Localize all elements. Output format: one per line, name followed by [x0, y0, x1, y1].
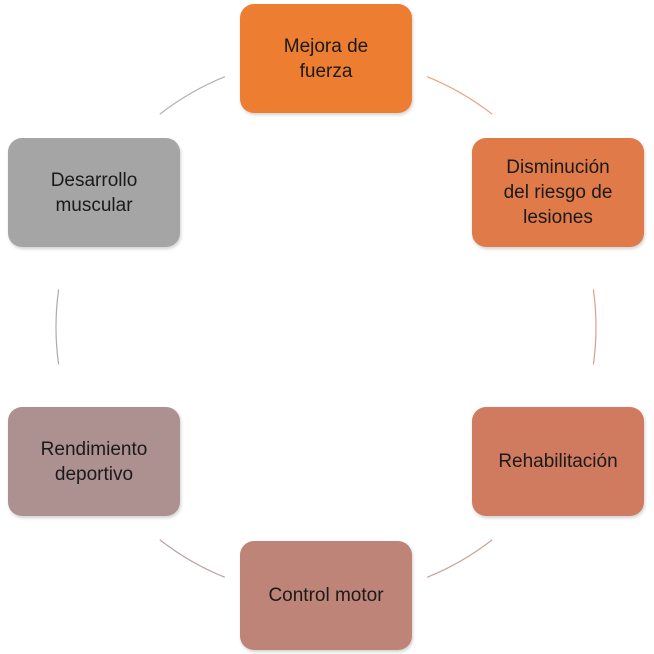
cycle-node-label: Rehabilitación — [498, 451, 618, 472]
cycle-connector-arc — [159, 539, 226, 578]
cycle-connector-arc — [159, 76, 226, 115]
cycle-node-label: Disminución del riesgo de lesiones — [503, 157, 613, 228]
cycle-node-label: Control motor — [268, 585, 384, 606]
cycle-node-label: Rendimiento deportivo — [40, 438, 148, 485]
cycle-connector-arc — [426, 539, 493, 578]
cycle-connector-arc — [426, 76, 493, 115]
cycle-node-mejora-de-fuerza: Mejora de fuerza — [240, 4, 412, 113]
cycle-node-rendimiento-deportivo: Rendimiento deportivo — [8, 407, 180, 516]
cycle-node-disminucion-riesgo-lesiones: Disminución del riesgo de lesiones — [472, 138, 644, 247]
cycle-node-desarrollo-muscular: Desarrollo muscular — [8, 138, 180, 247]
cycle-node-label: Desarrollo muscular — [50, 169, 138, 216]
cycle-connector-arc — [592, 289, 597, 365]
cycle-node-label: Mejora de fuerza — [283, 35, 369, 82]
cycle-node-control-motor: Control motor — [240, 541, 412, 650]
cycle-connector-arc — [55, 289, 60, 365]
cycle-node-rehabilitacion: Rehabilitación — [472, 407, 644, 516]
